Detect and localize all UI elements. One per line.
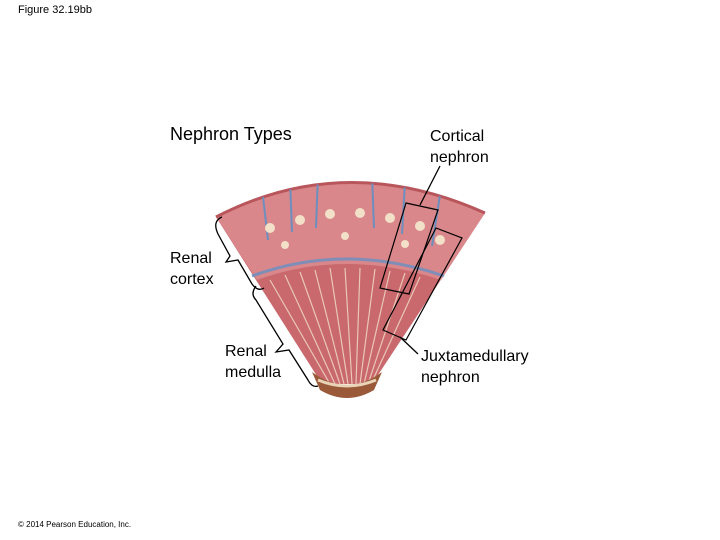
label-renal-medulla: Renal medulla <box>225 341 281 383</box>
renal-medulla-bracket <box>252 285 319 388</box>
juxta-leader-line <box>399 336 419 355</box>
cortex-region <box>216 182 485 280</box>
label-cortical-nephron: Cortical nephron <box>430 126 489 168</box>
label-renal-medulla-line1: Renal <box>225 343 267 360</box>
copyright-notice: © 2014 Pearson Education, Inc. <box>18 520 132 529</box>
label-juxta-line2: nephron <box>421 369 480 386</box>
figure-label: Figure 32.19bb <box>18 4 92 16</box>
label-renal-cortex-line1: Renal <box>170 250 212 267</box>
label-renal-cortex: Renal cortex <box>170 248 214 290</box>
glomeruli <box>265 208 445 249</box>
diagram-title: Nephron Types <box>170 124 292 144</box>
label-renal-medulla-line2: medulla <box>225 364 282 381</box>
medulla-tubules <box>269 267 421 384</box>
label-cortical-line1: Cortical <box>430 128 485 145</box>
arcuate-vessel <box>251 257 445 278</box>
label-cortical-line2: nephron <box>430 149 489 166</box>
cortical-nephron-box <box>379 202 439 295</box>
juxtamedullary-nephron-box <box>382 227 463 341</box>
capsule-edge <box>215 180 486 219</box>
cortical-leader-line <box>419 165 441 206</box>
label-juxtamedullary-nephron: Juxtamedullary nephron <box>421 346 529 388</box>
renal-cortex-bracket <box>215 216 265 290</box>
label-renal-cortex-line2: cortex <box>170 271 214 288</box>
label-juxta-line1: Juxtamedullary <box>421 348 529 365</box>
